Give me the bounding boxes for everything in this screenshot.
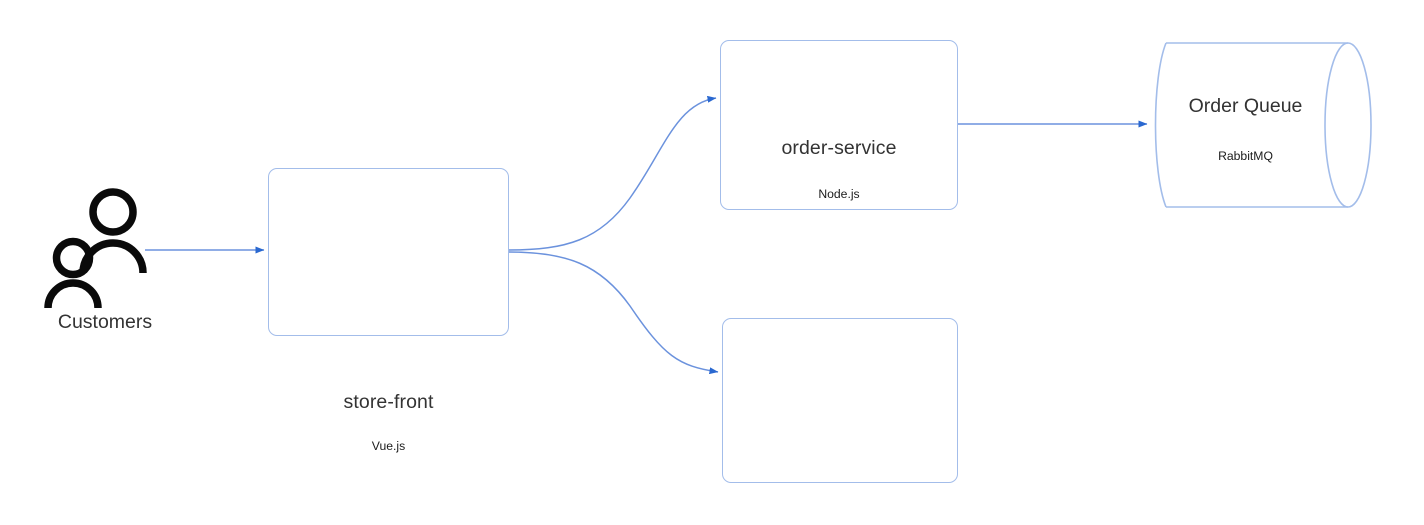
node-store-front-subtitle: Vue.js [371,439,406,453]
node-order-queue-subtitle: RabbitMQ [1218,149,1273,163]
node-order-service-title: order-service [781,137,897,159]
node-product-service[interactable]: product-service Rust [722,318,958,483]
customers-label: Customers [57,311,153,333]
node-order-service[interactable]: order-service Node.js [720,40,958,210]
edge-store-front-to-product-service [508,251,719,375]
node-order-service-subtitle: Node.js [818,187,860,201]
node-order-queue[interactable]: Order Queue RabbitMQ [1150,36,1380,216]
customers-actor[interactable]: Customers [30,180,190,340]
two-people-icon [44,188,147,309]
node-store-front[interactable]: store-front Vue.js [268,168,509,453]
node-order-queue-title: Order Queue [1188,95,1303,117]
node-store-front-title: store-front [343,391,434,413]
cylinder-shape [1154,42,1372,208]
edge-store-front-to-order-service [508,95,717,251]
